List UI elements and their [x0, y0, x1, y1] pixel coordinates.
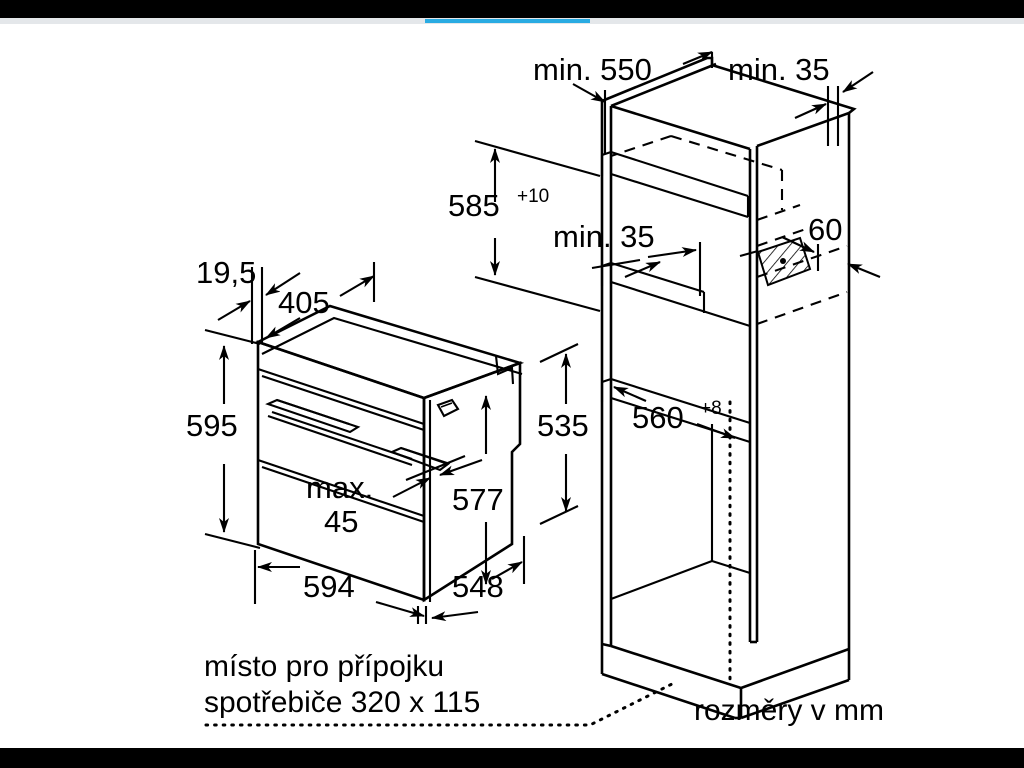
oven-door-bottom-edge-2 — [261, 466, 425, 523]
ext-line-595-bottom — [204, 532, 261, 550]
plinth-front-bottom — [601, 672, 736, 720]
arrow-min550-right — [682, 51, 713, 65]
dim-594-label: 594 — [303, 569, 355, 604]
ext-line-585-bottom — [474, 275, 601, 313]
dim-min35-top-label: min. 35 — [728, 52, 830, 87]
plinth-left-top — [601, 642, 612, 648]
cabinet-midshelf-bottom — [610, 280, 751, 328]
top-letterbox-bar — [0, 0, 1024, 18]
dim-max45-label-line2: 45 — [324, 504, 358, 539]
arrow-548-left — [431, 610, 479, 622]
arrow-60-left — [781, 236, 815, 253]
arrow-560-right — [696, 423, 736, 439]
ext-line-585-top — [474, 139, 601, 178]
dim-max45-label-line1: max. — [306, 470, 373, 505]
connection-note-line1: místo pro přípojku — [204, 650, 444, 683]
arrow-max45-out — [439, 459, 483, 476]
dim-560-tolerance: +8 — [700, 398, 722, 419]
oven-top-notch — [494, 355, 515, 385]
notes-group: místo pro přípojku spotřebiče 320 x 115 … — [204, 650, 884, 727]
arrow-548-right — [491, 561, 523, 580]
units-note: rozměry v mm — [694, 694, 884, 727]
arrow-195-right — [265, 272, 301, 296]
ext-line-535-bottom — [539, 505, 579, 525]
plinth-right-bottom — [740, 678, 850, 720]
arrow-min35rear-up — [624, 261, 661, 278]
cabinet-midshelf-top — [610, 261, 705, 294]
oven-handle-rod-top — [276, 399, 350, 425]
oven-side-vent — [436, 398, 460, 418]
hidden-line-rear-top-e — [756, 228, 807, 247]
cabinet-drawing-group: min. 550 min. 35 585 +10 min. — [448, 51, 881, 720]
oven-side-vent-inner — [440, 402, 453, 408]
arrow-min35rear-right — [647, 247, 697, 259]
ext-line-max45 — [405, 455, 466, 481]
dim-560-label: 560 — [632, 400, 684, 435]
oven-drawing-group: 19,5 405 595 577 — [186, 255, 589, 624]
cabinet-shelf-bottom-face — [610, 172, 749, 219]
hidden-line-rear-top-b — [610, 135, 672, 157]
dim-min35-rear-label: min. 35 — [553, 219, 655, 254]
arrow-min35top-left — [794, 103, 827, 119]
dim-585-tolerance: +10 — [517, 186, 549, 207]
oven-handle-right-rod — [400, 447, 448, 464]
cabinet-top-front-edge — [610, 62, 717, 108]
plinth-right-top — [740, 647, 850, 690]
dim-585-label: 585 — [448, 188, 500, 223]
hidden-line-rear-top-a — [670, 134, 783, 172]
cabinet-shelf-top-face — [610, 151, 749, 197]
cabinet-floor-left-edge — [610, 560, 713, 600]
connection-note-line2: spotřebiče 320 x 115 — [204, 686, 480, 719]
plinth-front-top — [610, 644, 742, 690]
bottom-letterbox-bar — [0, 748, 1024, 768]
cabinet-top-inner-front — [610, 104, 751, 151]
cabinet-top-right-edge — [756, 111, 850, 148]
dim-min550-label: min. 550 — [533, 52, 652, 87]
vent-center-dot — [780, 258, 786, 264]
dim-19-5-label: 19,5 — [196, 255, 256, 290]
oven-handle-rod-2 — [267, 415, 413, 466]
oven-handle-rod — [271, 411, 413, 460]
ext-line-535-top — [539, 343, 579, 363]
dim-535-label: 535 — [537, 408, 589, 443]
arrow-max45-in — [392, 477, 431, 498]
arrow-594-right — [375, 600, 425, 618]
technical-drawing-svg: 19,5 405 595 577 — [186, 51, 884, 727]
connection-note-leader — [204, 682, 674, 727]
cabinet-lowshelf-top — [610, 377, 751, 425]
dim-577-label: 577 — [452, 482, 504, 517]
drawing-sheet: 19,5 405 595 577 — [0, 24, 1024, 748]
arrow-405-left — [265, 317, 301, 339]
vent-left-tail — [739, 249, 759, 258]
arrow-min550-left — [572, 83, 606, 103]
arrow-min35top-right — [842, 71, 874, 93]
ext-line-min35rear-lead — [591, 258, 641, 270]
arrow-195-left — [217, 300, 251, 321]
dim-595-label: 595 — [186, 408, 238, 443]
arrow-60-right — [847, 263, 881, 278]
blue-accent-underline — [425, 19, 590, 23]
dim-60-label: 60 — [808, 212, 842, 247]
oven-door-top-edge — [257, 368, 425, 425]
oven-door-bottom-edge — [257, 459, 425, 517]
oven-top-ridge — [261, 316, 523, 376]
ext-line-595-top — [204, 328, 261, 346]
hidden-line-rear-mid-2 — [756, 291, 848, 325]
cabinet-lowshelf-left — [601, 378, 612, 383]
arrow-405-right — [339, 275, 375, 297]
dim-548-label: 548 — [452, 569, 504, 604]
oven-door-top-edge-2 — [261, 375, 425, 431]
oven-side-face — [422, 361, 522, 603]
dim-405-label: 405 — [278, 285, 330, 320]
arrow-560-left — [613, 386, 647, 402]
cabinet-shelf-top-left-edge — [601, 151, 612, 156]
hidden-line-rear-top-d — [756, 204, 801, 221]
oven-handle-left-grip — [265, 398, 361, 434]
